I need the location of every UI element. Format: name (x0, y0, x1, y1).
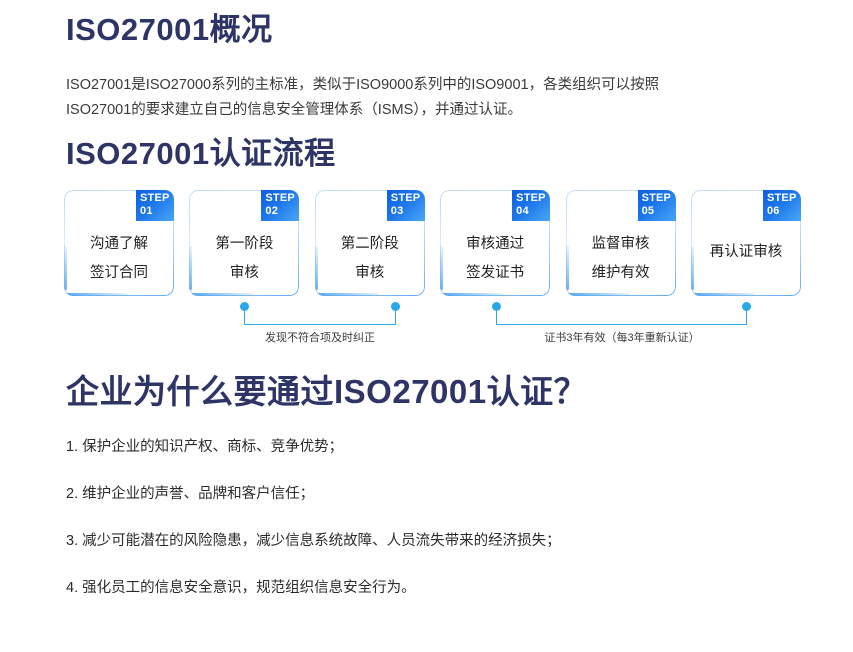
step-text-line-1: 审核通过 (466, 236, 525, 252)
connector-stem-end (746, 307, 747, 325)
card-edge-accent-left (64, 246, 67, 290)
step-text-line-1: 第一阶段 (215, 236, 274, 252)
card-edge-accent-bottom (191, 293, 254, 296)
step-badge-word: STEP (766, 192, 797, 204)
step-card-05[interactable]: STEP 05 监督审核 维护有效 (565, 190, 676, 296)
step-text-line-1: 第二阶段 (340, 236, 399, 252)
card-edge-accent-left (440, 246, 444, 290)
list-item: 4. 强化员工的信息安全意识，规范组织信息安全行为。 (66, 580, 416, 596)
step-badge-word: STEP (140, 192, 170, 204)
step-badge-number: 03 (390, 204, 404, 217)
step-body-02: 第一阶段 审核 (189, 224, 299, 290)
step-badge-number: 02 (265, 204, 279, 217)
step-badge-05: STEP 05 (637, 190, 676, 221)
connector-stem-start (244, 307, 245, 325)
connector-dot-end (391, 302, 400, 311)
step-text-line-2: 审核 (355, 265, 385, 281)
list-item: 1. 保护企业的知识产权、商标、竞争优势； (66, 439, 344, 455)
step-text-line-1: 再认证审核 (709, 244, 783, 260)
step-badge-02: STEP 02 (261, 190, 300, 221)
step-card-01[interactable]: STEP 01 沟通了解 签订合同 (64, 190, 174, 296)
step-body-04: 审核通过 签发证书 (440, 224, 550, 290)
card-edge-accent-left (314, 246, 318, 290)
step-card-06[interactable]: STEP 06 再认证审核 (690, 190, 801, 296)
step-badge-word: STEP (516, 192, 546, 204)
card-edge-accent-left (189, 246, 193, 290)
step-body-03: 第二阶段 审核 (315, 224, 425, 290)
card-edge-accent-left (690, 246, 694, 290)
card-edge-accent-bottom (66, 293, 128, 296)
reasons-list: 1. 保护企业的知识产权、商标、竞争优势； 2. 维护企业的声誉、品牌和客户信任… (66, 437, 796, 625)
card-edge-accent-bottom (692, 293, 755, 296)
list-item: 3. 减少可能潜在的风险隐患，减少信息系统故障、人员流失带来的经济损失； (66, 533, 561, 549)
step-badge-word: STEP (641, 192, 672, 204)
connector-label-recertification: 证书3年有效（每3年重新认证） (544, 332, 700, 344)
step-body-01: 沟通了解 签订合同 (64, 224, 174, 290)
card-edge-accent-bottom (316, 293, 379, 296)
process-steps-row: STEP 01 沟通了解 签订合同 STEP 02 第一阶段 审核 (64, 190, 801, 296)
step-badge-word: STEP (390, 192, 421, 204)
step-text-line-2: 签发证书 (466, 265, 525, 281)
step-body-05: 监督审核 维护有效 (566, 224, 676, 290)
step-card-03[interactable]: STEP 03 第二阶段 审核 (314, 190, 425, 296)
section-title-why: 企业为什么要通过ISO27001认证？ (66, 373, 588, 410)
intro-line-2: ISO27001的要求建立自己的信息安全管理体系（ISMS），并通过认证。 (66, 102, 522, 118)
step-text-line-2: 签订合同 (90, 265, 148, 281)
connector-dot-start (492, 302, 501, 311)
step-text-line-1: 监督审核 (591, 236, 650, 252)
step-card-02[interactable]: STEP 02 第一阶段 审核 (189, 190, 300, 296)
card-edge-accent-left (565, 246, 569, 290)
connector-rail (496, 324, 747, 325)
step-badge-03: STEP 03 (386, 190, 425, 221)
step-badge-number: 01 (140, 204, 153, 217)
step-badge-06: STEP 06 (762, 190, 801, 221)
intro-paragraph: ISO27001是ISO27000系列的主标准，类似于ISO9000系列中的IS… (66, 73, 796, 123)
step-body-06: 再认证审核 (691, 224, 801, 290)
list-item: 2. 维护企业的声誉、品牌和客户信任； (66, 486, 315, 502)
step-badge-number: 05 (641, 204, 655, 217)
step-text-line-2: 维护有效 (591, 265, 650, 281)
step-text-line-1: 沟通了解 (90, 236, 148, 252)
connector-stem-end (395, 307, 396, 325)
step-badge-04: STEP 04 (512, 190, 551, 221)
card-edge-accent-bottom (442, 293, 505, 296)
step-card-04[interactable]: STEP 04 审核通过 签发证书 (440, 190, 551, 296)
connector-dot-start (240, 302, 249, 311)
connector-rail (244, 324, 396, 325)
connector-label-nonconformity: 发现不符合项及时纠正 (265, 332, 375, 344)
page-title-overview: ISO27001概况 (66, 12, 273, 47)
section-title-process: ISO27001认证流程 (66, 136, 336, 171)
card-edge-accent-bottom (567, 293, 630, 296)
connector-stem-start (496, 307, 497, 325)
intro-line-1: ISO27001是ISO27000系列的主标准，类似于ISO9000系列中的IS… (66, 77, 660, 93)
step-badge-word: STEP (265, 192, 295, 204)
step-badge-number: 04 (516, 204, 529, 217)
connector-dot-end (742, 302, 751, 311)
step-text-line-2: 审核 (229, 265, 259, 281)
step-badge-number: 06 (766, 204, 780, 217)
step-badge-01: STEP 01 (136, 190, 174, 221)
